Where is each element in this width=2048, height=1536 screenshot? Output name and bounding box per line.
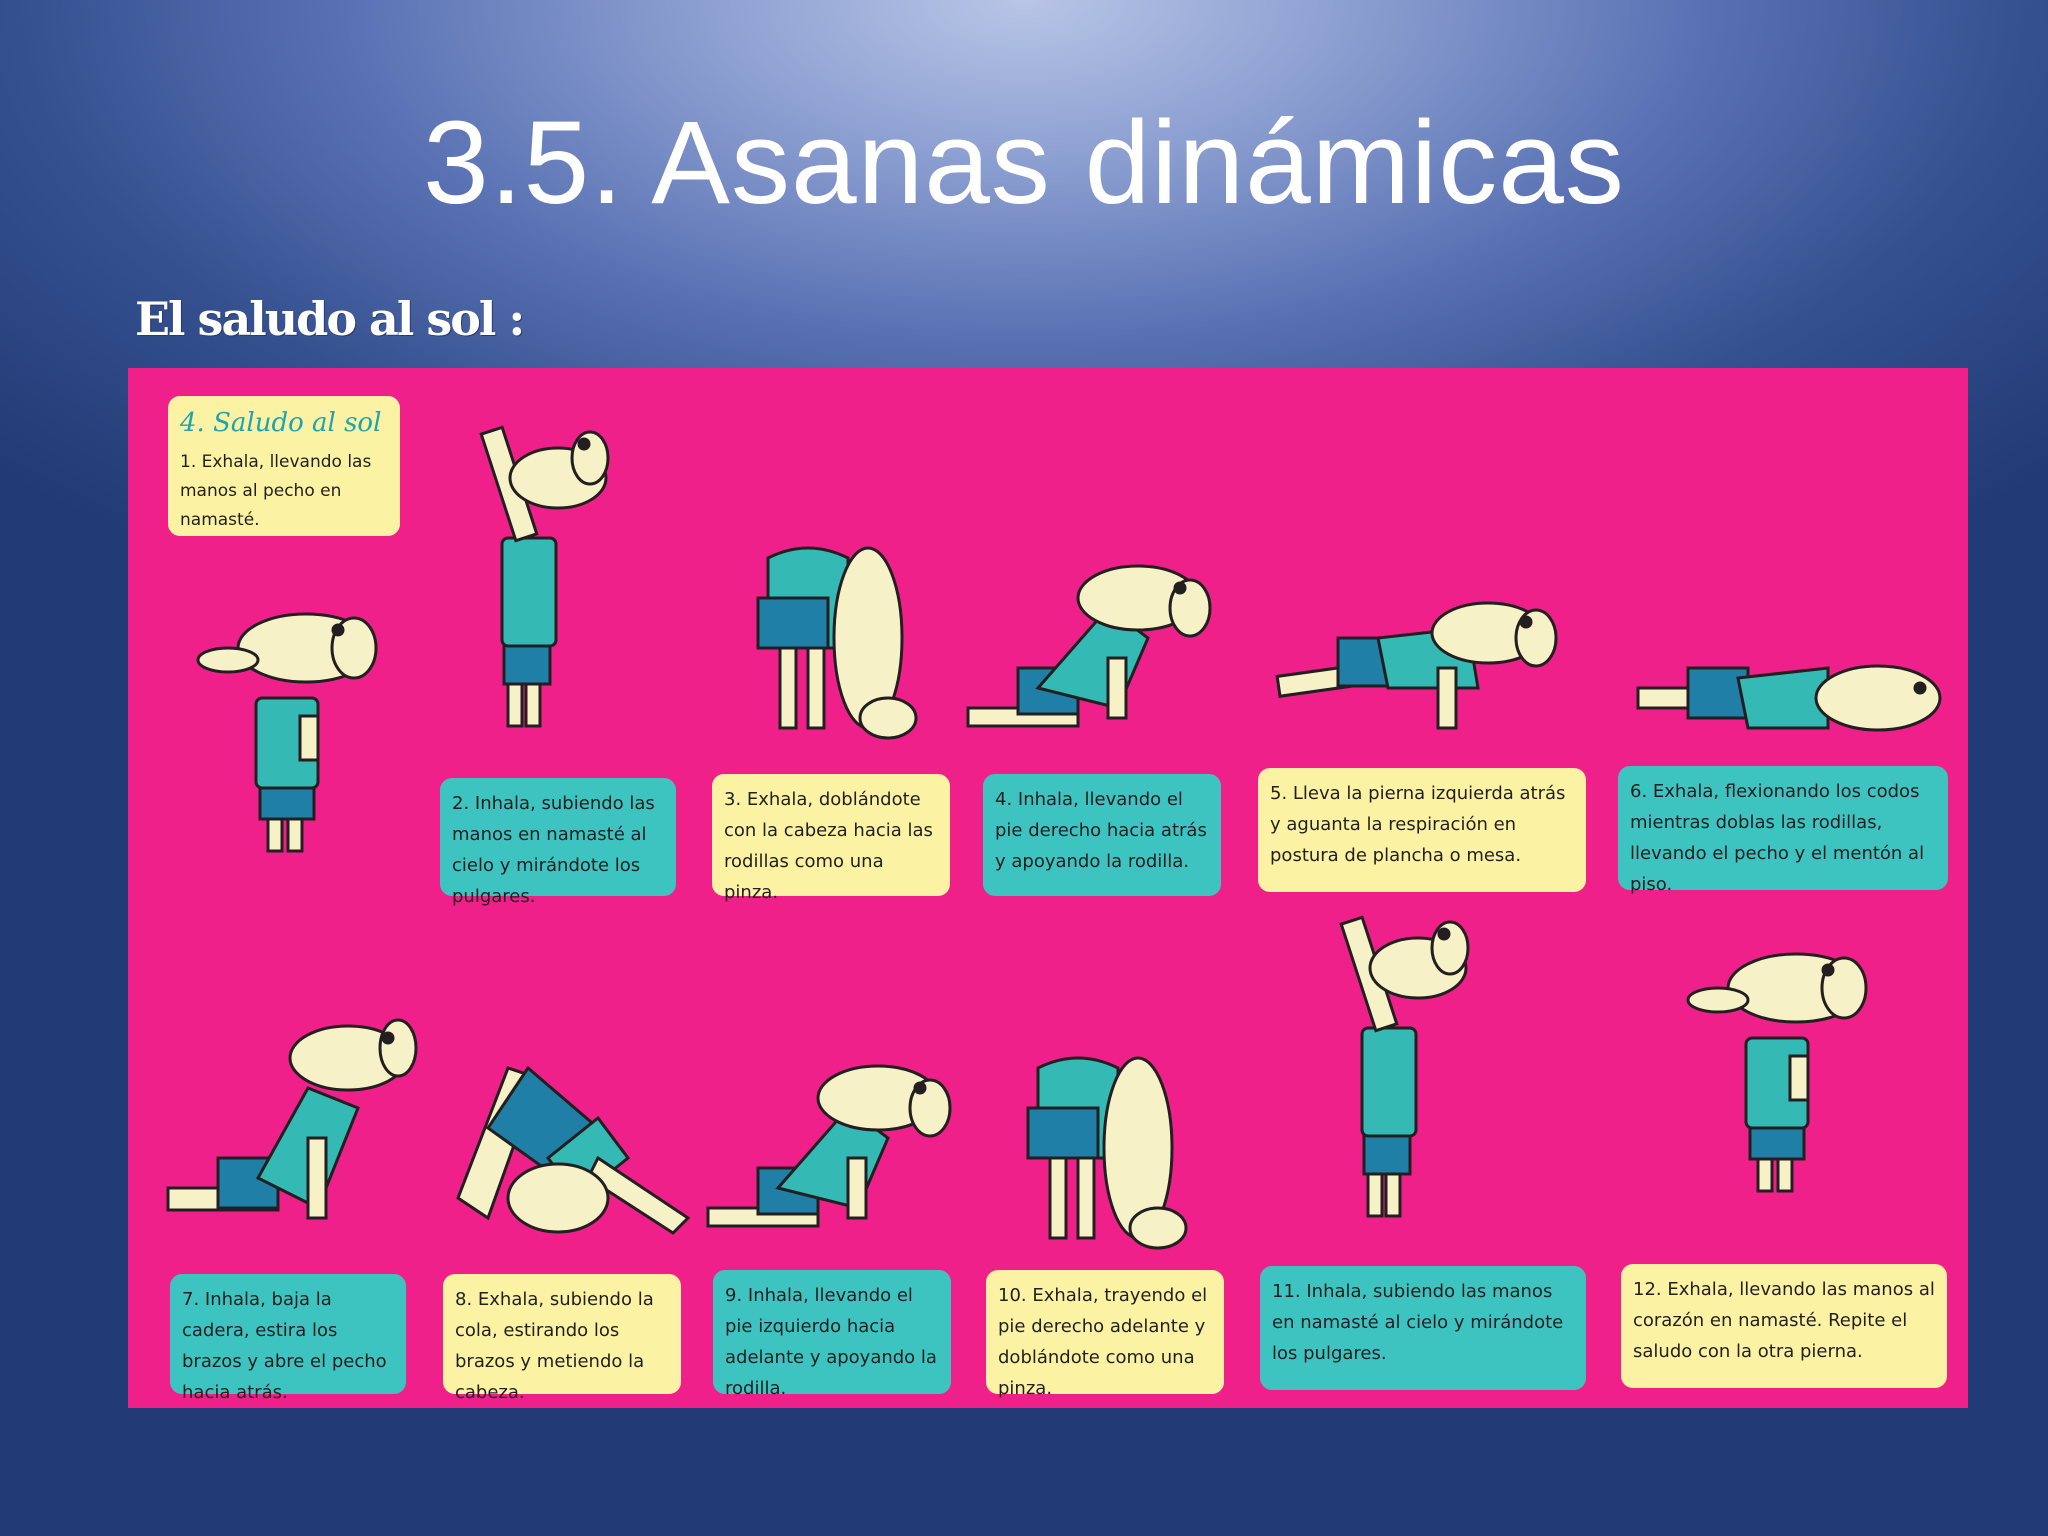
step-3-box: 3. Exhala, doblándote con la cabeza haci… (712, 774, 950, 903)
step-9-text: 9. Inhala, llevando el pie izquierdo hac… (725, 1285, 937, 1399)
step-8-text: 8. Exhala, subiendo la cola, estirando l… (455, 1289, 654, 1403)
step-10-text: 10. Exhala, trayendo el pie derecho adel… (998, 1285, 1208, 1399)
donkey-lunge-illustration (966, 564, 1212, 728)
step-6-box: 6. Exhala, flexionando los codos mientra… (1618, 766, 1948, 895)
step-11-text: 11. Inhala, subiendo las manos en namast… (1272, 1281, 1564, 1364)
donkey-downward-dog-illustration (456, 1065, 691, 1235)
step-3-text: 3. Exhala, doblándote con la cabeza haci… (724, 789, 933, 903)
step-1-text: 1. Exhala, llevando las manos al pecho e… (180, 452, 372, 530)
step-5-text: 5. Lleva la pierna izquierda atrás y agu… (1270, 783, 1566, 866)
step-12-box: 12. Exhala, llevando las manos al corazó… (1621, 1264, 1947, 1388)
step-2-text: 2. Inhala, subiendo las manos en namasté… (452, 793, 655, 907)
donkey-arms-up-2-illustration (1339, 915, 1470, 1218)
step-12-text: 12. Exhala, llevando las manos al corazó… (1633, 1279, 1935, 1362)
step-6-text: 6. Exhala, flexionando los codos mientra… (1630, 781, 1925, 895)
step-7-text: 7. Inhala, baja la cadera, estira los br… (182, 1289, 387, 1403)
donkey-forward-fold-illustration (756, 546, 918, 740)
step-5-box: 5. Lleva la pierna izquierda atrás y agu… (1258, 768, 1586, 892)
step-9-box: 9. Inhala, llevando el pie izquierdo hac… (713, 1270, 951, 1399)
slide-title: 3.5. Asanas dinámicas (423, 97, 1625, 229)
donkey-arms-up-illustration (479, 425, 610, 728)
step-11-box: 11. Inhala, subiendo las manos en namast… (1260, 1266, 1586, 1390)
step-4-box: 4. Inhala, llevando el pie derecho hacia… (983, 774, 1221, 896)
yoga-poster: 4. Saludo al sol 1. Exhala, llevando las… (128, 368, 1968, 1408)
donkey-standing-namaste-2-illustration (1686, 952, 1868, 1193)
poster-heading: 4. Saludo al sol (180, 408, 382, 438)
step-10-box: 10. Exhala, trayendo el pie derecho adel… (986, 1270, 1224, 1399)
donkey-plank-illustration (1275, 601, 1558, 730)
donkey-lunge-2-illustration (706, 1064, 952, 1228)
donkey-standing-namaste-illustration (196, 612, 378, 853)
step-4-text: 4. Inhala, llevando el pie derecho hacia… (995, 789, 1207, 872)
step-2-box: 2. Inhala, subiendo las manos en namasté… (440, 778, 676, 907)
donkey-upward-dog-illustration (166, 1018, 418, 1220)
donkey-forward-fold-2-illustration (1026, 1056, 1188, 1250)
slide-subtitle: El saludo al sol : (135, 292, 525, 346)
step-8-box: 8. Exhala, subiendo la cola, estirando l… (443, 1274, 681, 1403)
intro-box: 4. Saludo al sol 1. Exhala, llevando las… (168, 396, 400, 536)
donkey-chest-floor-illustration (1636, 664, 1942, 732)
step-7-box: 7. Inhala, baja la cadera, estira los br… (170, 1274, 406, 1403)
